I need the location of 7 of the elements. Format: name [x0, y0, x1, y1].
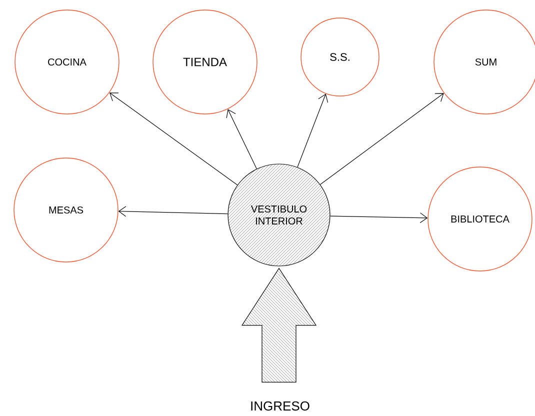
arrow	[109, 92, 238, 186]
arrow	[330, 212, 428, 224]
entrance-label: INGRESO	[251, 401, 310, 411]
arrow	[297, 94, 328, 168]
arrow	[320, 93, 444, 185]
arrow	[118, 206, 228, 217]
arrow	[226, 109, 257, 170]
